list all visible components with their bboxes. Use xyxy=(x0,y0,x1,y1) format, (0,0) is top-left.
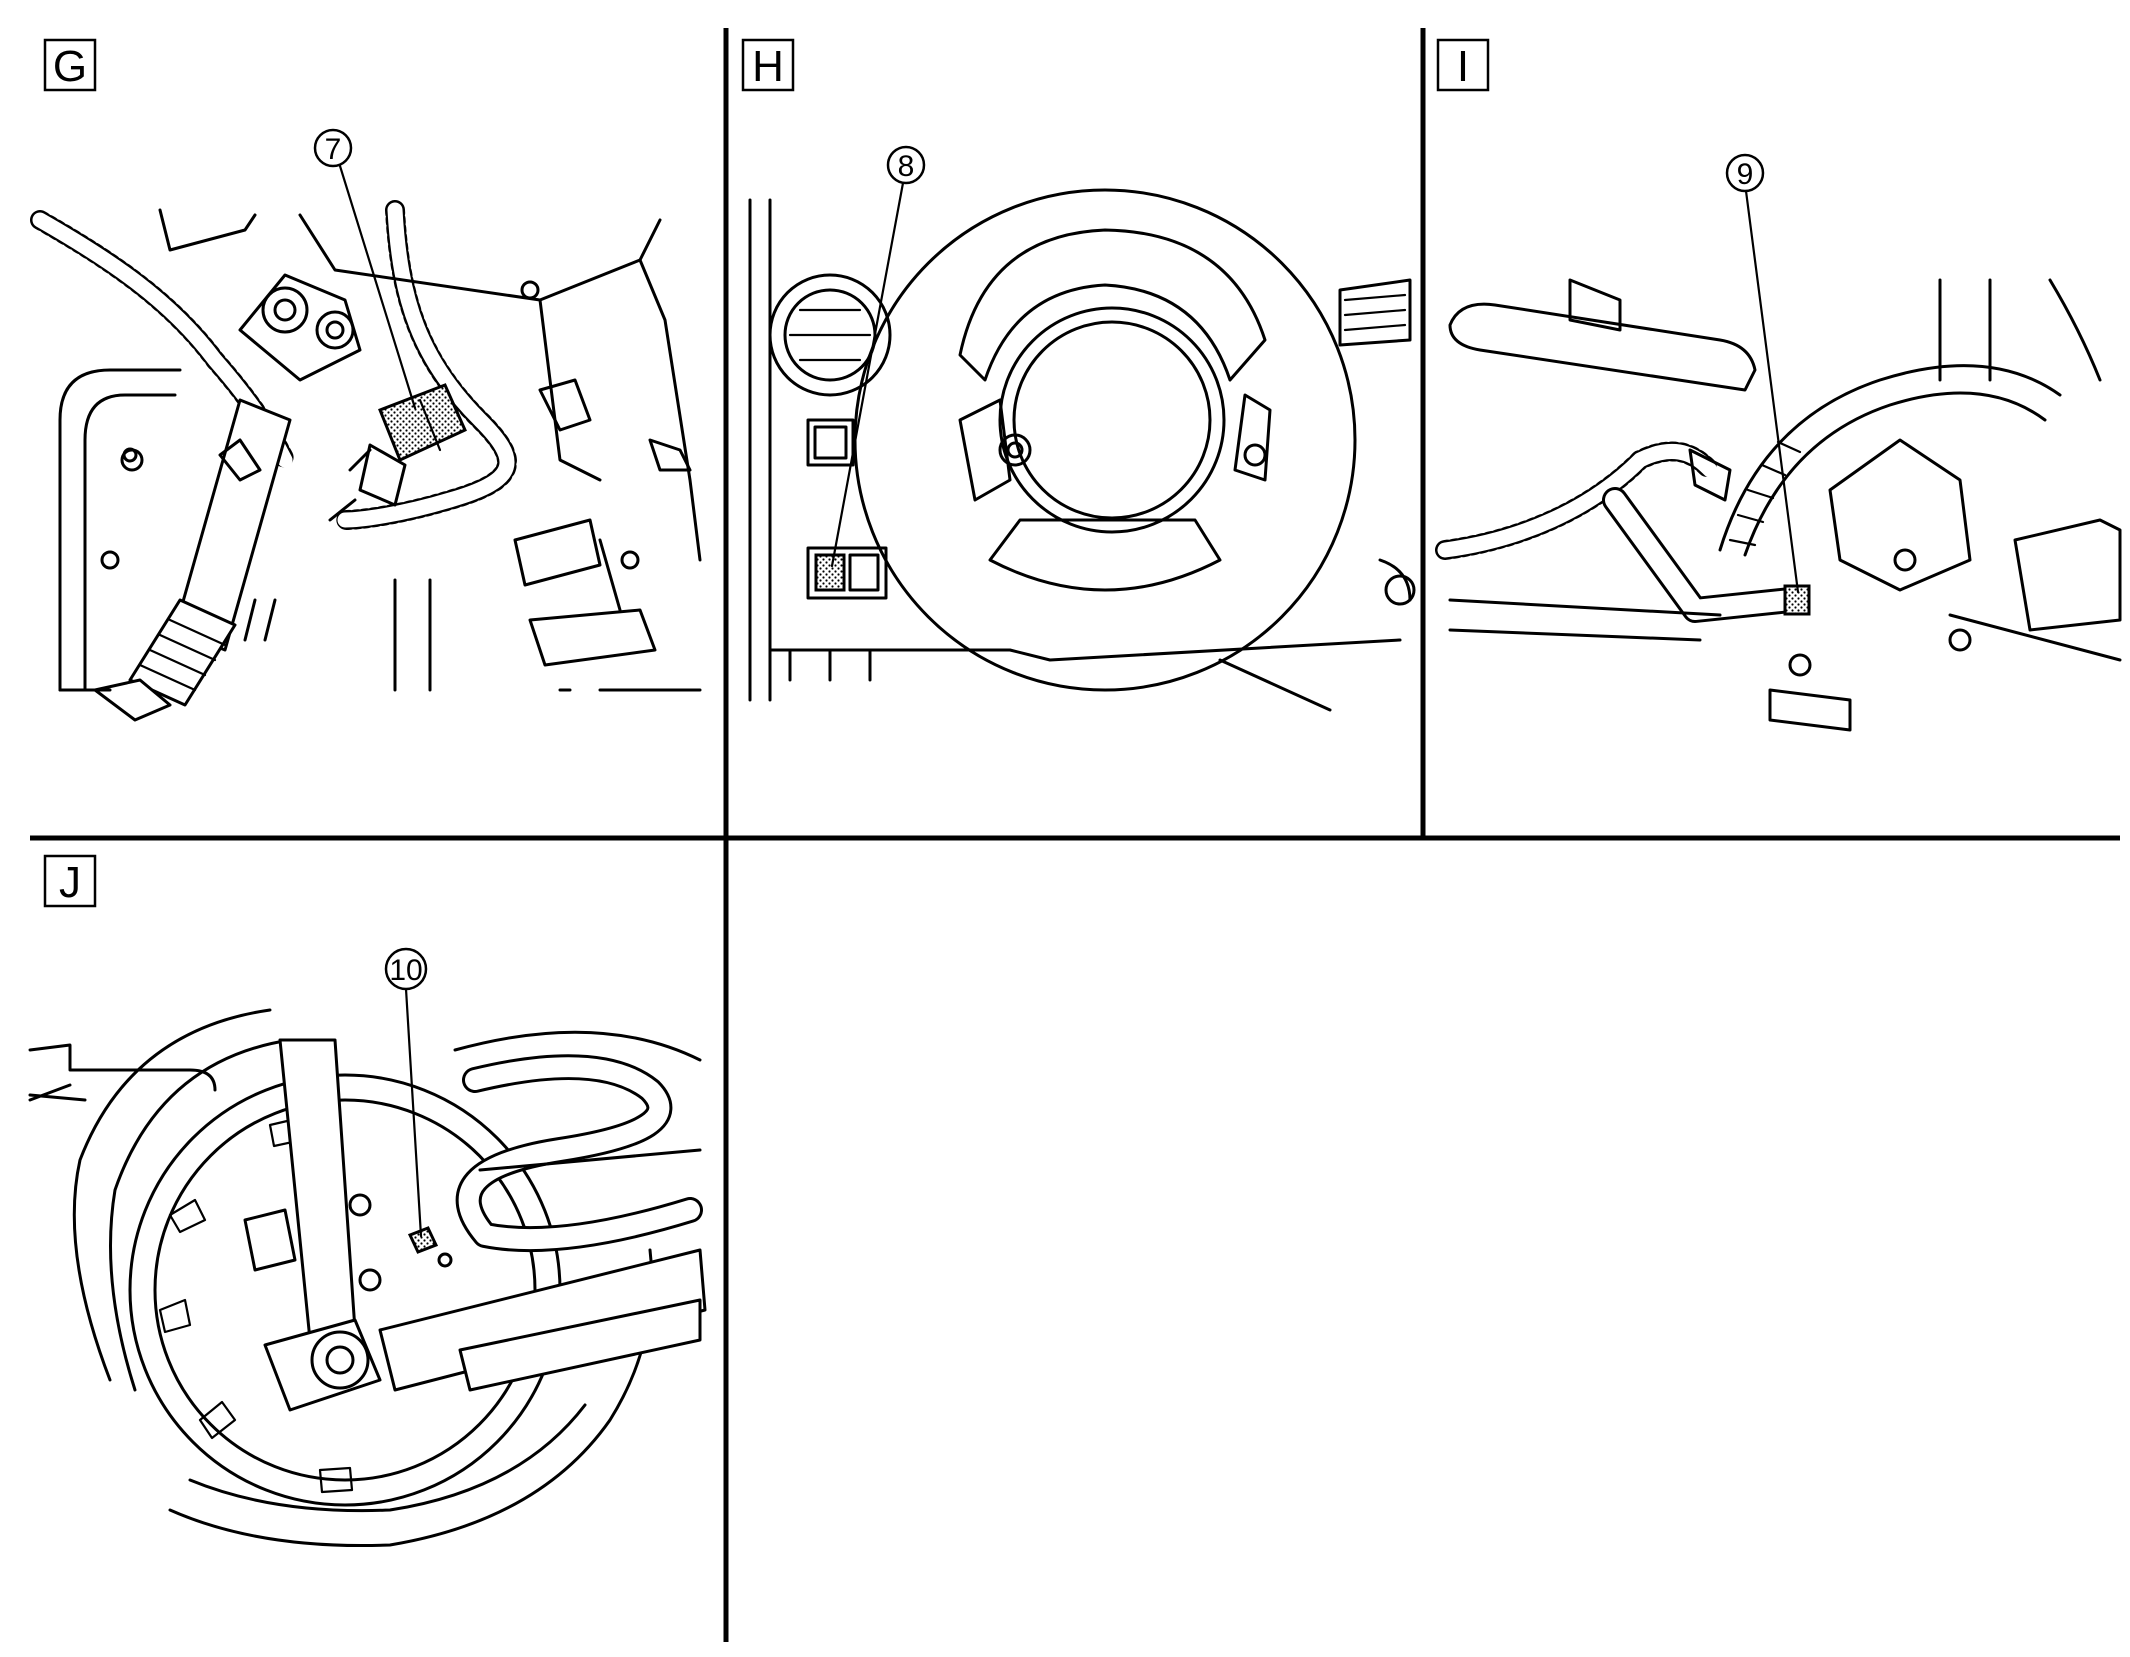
panel-grid xyxy=(30,28,2120,1642)
callout-10: 10 xyxy=(384,947,428,1238)
panel-g: G xyxy=(30,38,702,722)
callout-7: 7 xyxy=(313,128,417,410)
panel-j-tag: J xyxy=(43,854,97,908)
panel-i-letter: I xyxy=(1457,42,1469,91)
panel-g-tag: G xyxy=(43,38,97,92)
callout-7-label: 7 xyxy=(325,133,342,166)
callout-8-label: 8 xyxy=(898,150,915,183)
callout-8: 8 xyxy=(830,145,926,568)
panel-h-tag: H xyxy=(741,38,795,92)
panel-j-drawing xyxy=(28,1008,707,1548)
panel-g-drawing xyxy=(30,200,702,722)
panel-i-drawing xyxy=(1435,278,2122,732)
panel-h-letter: H xyxy=(752,42,784,91)
callout-9: 9 xyxy=(1725,153,1800,594)
callout-9-label: 9 xyxy=(1737,158,1754,191)
panel-h: H xyxy=(741,38,1416,712)
panel-j-letter: J xyxy=(59,858,81,907)
panel-i: I xyxy=(1435,38,2122,732)
panel-h-drawing xyxy=(748,188,1416,712)
callout-10-label: 10 xyxy=(389,954,422,987)
panel-g-letter: G xyxy=(53,42,87,91)
panel-j: J xyxy=(28,854,707,1548)
panel-i-tag: I xyxy=(1436,38,1490,92)
